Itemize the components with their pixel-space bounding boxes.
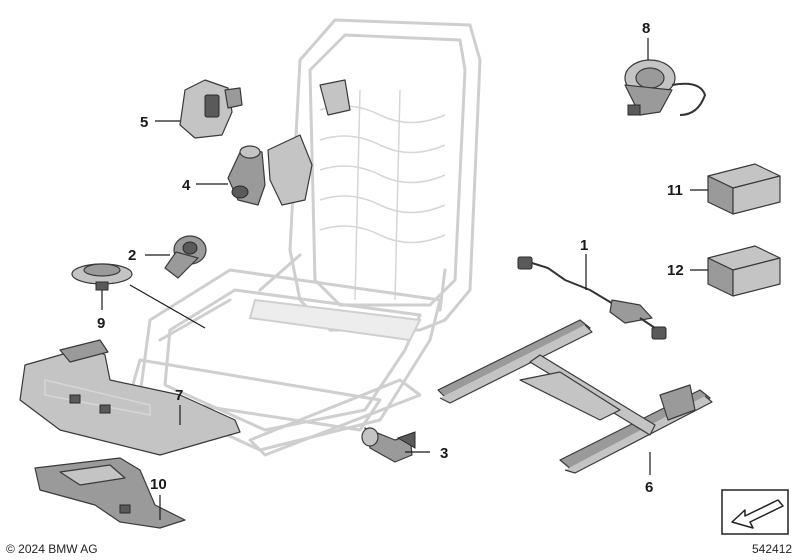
callout-10: 10 <box>150 476 167 493</box>
callout-8: 8 <box>642 20 650 37</box>
backrest-mechanism <box>267 79 351 206</box>
callout-6: 6 <box>645 479 653 496</box>
part-7-bracket <box>19 339 241 456</box>
diagram-number: 542412 <box>752 542 792 556</box>
part-11-box <box>707 163 781 215</box>
callout-2: 2 <box>128 247 136 264</box>
callout-11: 11 <box>667 182 683 199</box>
callout-numbers: 1 2 3 4 5 6 7 8 9 10 11 12 <box>97 20 684 496</box>
callout-3: 3 <box>440 445 448 462</box>
arrow-back-icon[interactable] <box>721 489 789 535</box>
callout-5: 5 <box>140 114 148 131</box>
leader-lines <box>101 38 708 520</box>
part-8-motor <box>624 59 707 116</box>
callout-1: 1 <box>580 237 588 254</box>
callout-9: 9 <box>97 315 105 332</box>
part-1-cable-harness <box>517 256 667 340</box>
part-9-pad <box>71 263 133 291</box>
part-5-housing <box>179 79 243 139</box>
part-10-bracket <box>34 457 186 529</box>
callout-7: 7 <box>175 387 183 404</box>
callout-4: 4 <box>182 177 191 194</box>
callout-12: 12 <box>667 262 684 279</box>
part-12-box <box>707 245 781 297</box>
part-4-motor <box>227 145 266 206</box>
copyright-text: © 2024 BMW AG <box>6 542 98 556</box>
part-3-motor <box>361 427 416 463</box>
part-2-motor <box>164 235 207 279</box>
part-6-seat-rails <box>437 319 713 474</box>
